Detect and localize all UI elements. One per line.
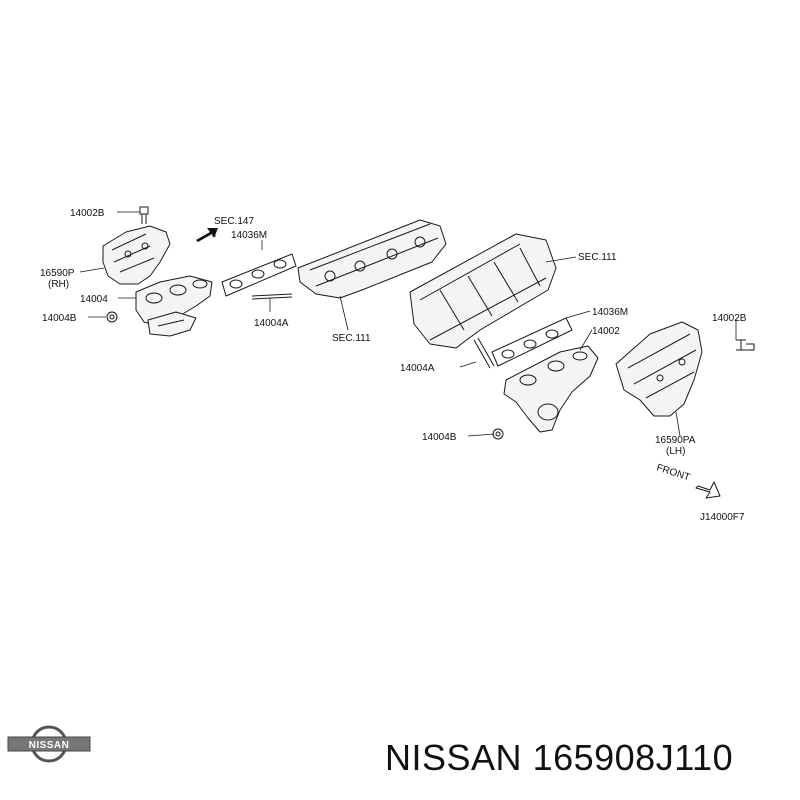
label-14004: 14004 xyxy=(80,294,108,305)
label-14004b-rh: 14004B xyxy=(42,313,77,324)
label-16590pa: 16590PA xyxy=(655,435,696,446)
leader-lines xyxy=(79,211,737,437)
label-sec147: SEC.147 xyxy=(214,216,254,227)
label-14004b-lh: 14004B xyxy=(422,432,457,443)
heat-insulator-lh xyxy=(615,321,703,417)
stud-14004a-rh xyxy=(251,293,293,300)
cylinder-head-rh xyxy=(297,219,447,299)
exhaust-manifold-rh xyxy=(135,275,213,337)
label-14036m-rh: 14036M xyxy=(231,230,267,241)
label-14004a-rh: 14004A xyxy=(254,318,289,329)
label-14002: 14002 xyxy=(592,326,620,337)
label-sec111-b: SEC.111 xyxy=(578,252,617,263)
caption-part-number: 165908J110 xyxy=(532,737,734,778)
part-labels: 14002B 16590P (RH) 14004 14004B SEC.147 … xyxy=(40,208,747,523)
gasket-14036m-rh xyxy=(221,253,297,297)
bolt-14002b-lh xyxy=(736,339,755,351)
label-diagram-code: J14000F7 xyxy=(700,512,745,523)
heat-insulator-rh xyxy=(102,225,171,285)
product-caption: NISSAN 165908J110 xyxy=(385,737,733,779)
cylinder-head-lh xyxy=(409,233,557,349)
label-front: FRONT xyxy=(655,462,691,483)
label-lh: (LH) xyxy=(666,446,685,457)
label-14002b-rh: 14002B xyxy=(70,208,105,219)
stud-14004a-lh xyxy=(473,337,495,369)
nut-14004b-rh xyxy=(106,311,118,323)
label-14036m-lh: 14036M xyxy=(592,307,628,318)
nissan-logo: NISSAN xyxy=(7,725,91,763)
label-sec111-a: SEC.111 xyxy=(332,333,371,344)
bolt-14002b-rh xyxy=(139,206,149,224)
gasket-14036m-lh xyxy=(491,317,573,367)
nut-14004b-lh xyxy=(492,428,504,440)
label-14004a-lh: 14004A xyxy=(400,363,435,374)
label-rh: (RH) xyxy=(48,279,69,290)
sec147-arrow-icon xyxy=(196,228,218,242)
caption-brand: NISSAN xyxy=(385,737,523,778)
label-16590p: 16590P xyxy=(40,268,75,279)
front-arrow-icon xyxy=(695,481,721,499)
label-14002b-lh: 14002B xyxy=(712,313,747,324)
exhaust-manifold-lh xyxy=(503,345,599,433)
logo-text: NISSAN xyxy=(29,740,70,751)
